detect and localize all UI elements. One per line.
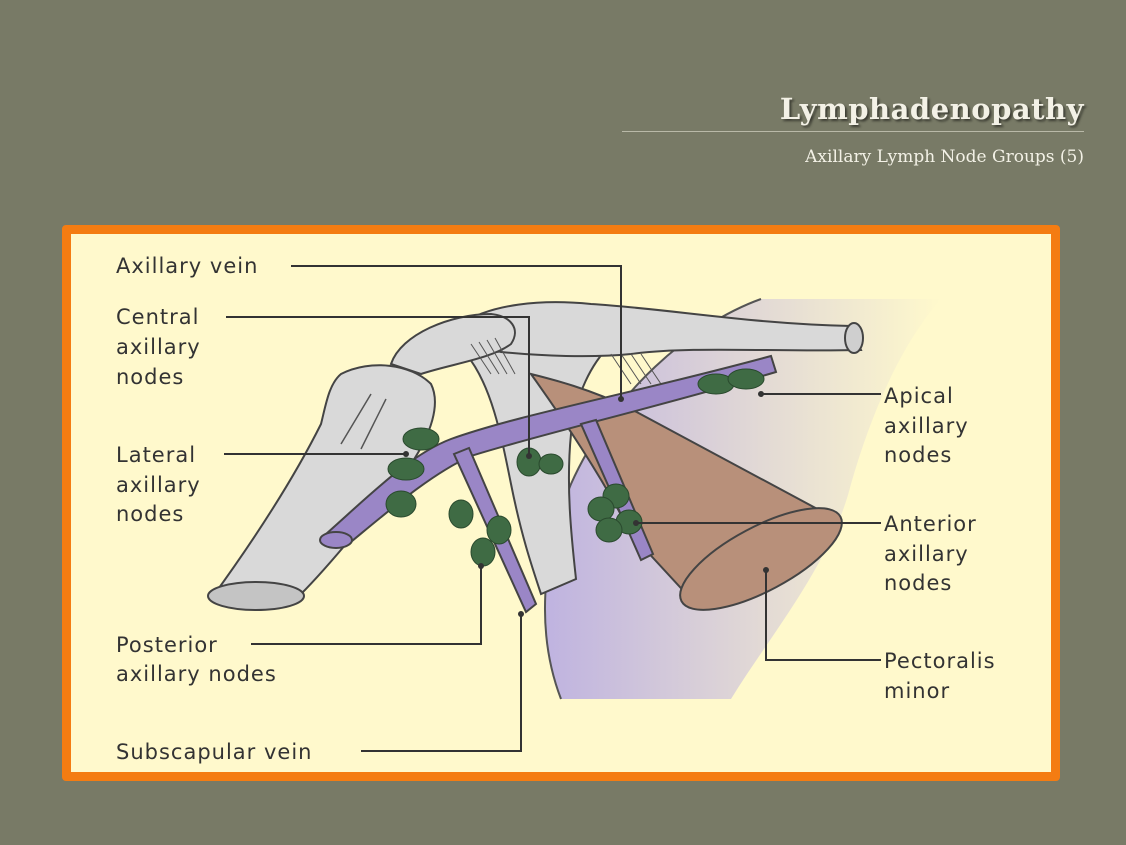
label-anterior-axillary-nodes: Anterior axillary nodes [884,512,984,595]
lymph-node-anterior [587,496,615,522]
label-posterior-axillary-nodes: Posterior axillary nodes [116,633,277,686]
figure-frame: Axillary vein Central axillary nodes Lat… [62,225,1060,781]
axillary-vein-end [319,531,353,549]
lymph-node-posterior [448,499,474,529]
lymph-node-posterior [486,515,512,545]
lymph-node-apical [727,368,765,390]
lymph-node-lateral [387,457,425,481]
lymph-node-anterior [595,517,623,543]
lymph-node-lateral [385,490,417,518]
leader-lines [224,265,881,752]
axilla-diagram: Axillary vein Central axillary nodes Lat… [116,254,1003,764]
lymph-node-lateral [402,427,440,451]
clavicle-end [844,322,864,354]
humerus [208,364,436,601]
leader-dots [403,391,769,617]
pectoralis-minor-end [679,507,843,611]
slide-title: Lymphadenopathy [779,92,1084,126]
lymph-node-posterior [470,537,496,567]
lymph-node-central [538,453,564,475]
humerus-end [207,581,305,611]
title-divider [622,131,1084,132]
label-subscapular-vein: Subscapular vein [116,740,312,764]
acromion [389,312,516,376]
label-axillary-vein: Axillary vein [116,254,258,278]
label-central-axillary-nodes: Central axillary nodes [116,305,208,389]
label-apical-axillary-nodes: Apical axillary nodes [884,384,976,467]
slide-subtitle: Axillary Lymph Node Groups (5) [805,147,1084,167]
label-lateral-axillary-nodes: Lateral axillary nodes [116,443,208,526]
humerus-lines [340,393,387,450]
label-pectoralis-minor: Pectoralis minor [884,649,1003,703]
